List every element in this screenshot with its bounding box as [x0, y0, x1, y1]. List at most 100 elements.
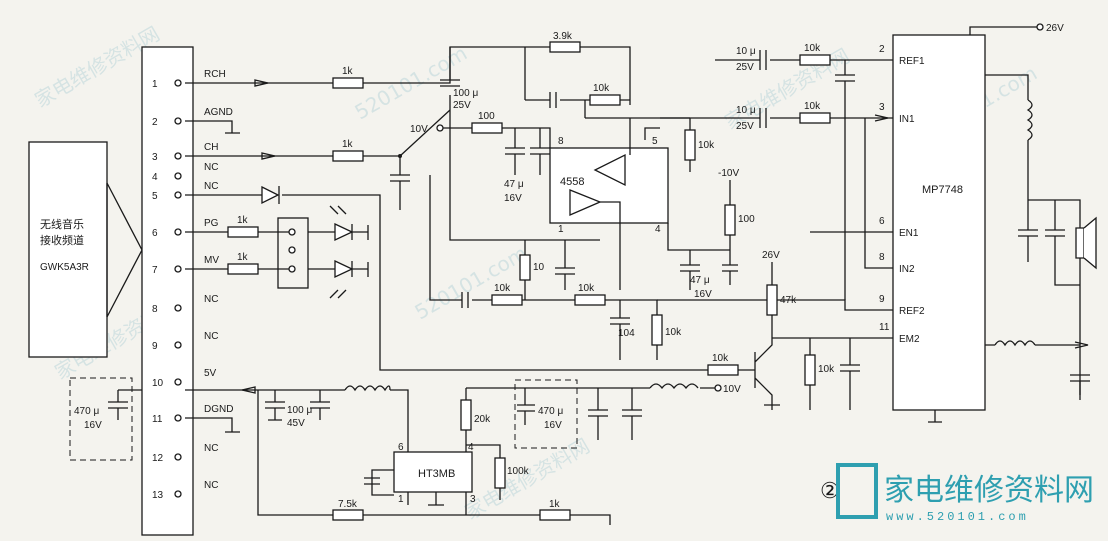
cap-label: 470 μ	[74, 406, 99, 417]
voltage-label: 26V	[1046, 23, 1064, 34]
pin-number: 9	[879, 294, 885, 305]
pin-number: 6	[879, 216, 885, 227]
module-title-1: 无线音乐	[40, 217, 84, 231]
cap-label: 16V	[544, 420, 562, 431]
pin-terminal	[174, 152, 182, 160]
pin-name: IN1	[899, 114, 915, 125]
footer-logo: ② 家电维修资料网 www.520101.com	[820, 463, 1094, 524]
resistor-label: 3.9k	[553, 31, 573, 42]
pin-name: PG	[204, 218, 219, 229]
pin-name: CH	[204, 142, 218, 153]
resistor-label: 10	[533, 262, 545, 273]
opamp-input-network: 10V 100 100 μ 25V 47 μ 16V	[410, 47, 600, 241]
resistor-label: 10k	[698, 140, 715, 151]
opamp-4558: 4558 8 5 1 4	[549, 118, 730, 290]
mute-transistor: 26V 47k 10k 10k	[700, 250, 893, 410]
resistor-label: 10k	[712, 353, 729, 364]
resistor-label: 100k	[507, 466, 530, 477]
pin-name: NC	[204, 480, 218, 491]
pin-number: 2	[879, 44, 885, 55]
module-title-2: 接收频道	[40, 233, 84, 247]
cap-label: 47 μ	[690, 275, 710, 286]
resistor-label: 100	[478, 111, 495, 122]
voltage-label: 26V	[762, 250, 780, 261]
10v-supply: 10V 470 μ 16V	[466, 379, 741, 449]
pin-terminal	[174, 453, 182, 461]
pin-number: 11	[152, 414, 163, 425]
cap-label: 16V	[504, 193, 522, 204]
watermark-text: 家电维修资料网	[461, 434, 594, 525]
connector-pin: 4NC	[152, 162, 218, 183]
resistor-label: 10k	[494, 283, 511, 294]
connector-pin: 7MV	[152, 255, 219, 276]
resistor-label: 1k	[549, 499, 561, 510]
pin-number: 2	[152, 117, 158, 128]
pin-terminal	[174, 191, 182, 199]
cap-label: 100 μ	[453, 88, 478, 99]
cap-label: 47 μ	[504, 179, 524, 190]
cap-label: 16V	[694, 289, 712, 300]
pin-terminal	[174, 490, 182, 498]
pin-number: 11	[879, 322, 890, 333]
pin-number: 4	[152, 172, 158, 183]
cap-label: 16V	[84, 420, 102, 431]
cap-label: 470 μ	[538, 406, 563, 417]
receiver-module: 无线音乐 接收频道 GWK5A3R	[28, 141, 143, 358]
pin-name: NC	[204, 331, 218, 342]
resistor-label: 10k	[804, 43, 821, 54]
cap-label: 25V	[736, 121, 754, 132]
resistor-label: 10k	[593, 83, 610, 94]
regulator-ht3mb: HT3MB 6 4 1 3 20k 100k	[364, 388, 530, 515]
resistor	[332, 77, 364, 89]
pin-name: IN2	[899, 264, 915, 275]
resistor-label: 1k	[342, 139, 354, 150]
resistor-label: 20k	[474, 414, 491, 425]
connector-pins: 1RCH2AGND3CH4NC5NC6PG7MV8NC9NC105V11DGND…	[152, 69, 233, 501]
pin-terminal	[174, 79, 182, 87]
cap-label: 10 μ	[736, 46, 756, 57]
5v-rail: 100 μ 45V	[185, 385, 409, 445]
pin-terminal	[174, 341, 182, 349]
pin-number: 5	[652, 136, 658, 147]
pin-number: 1	[152, 79, 158, 90]
resistor-label: 7.5k	[338, 499, 358, 510]
opamp-feedback: 3.9k 10k 10k	[524, 31, 715, 172]
pin-number: 8	[879, 252, 885, 263]
pin-name: NC	[204, 294, 218, 305]
voltage-label: 10V	[410, 124, 428, 135]
neg-supply: -10V 100 47 μ 16V	[680, 168, 755, 300]
led-indicators: 1k 1k	[185, 205, 369, 299]
pin-number: 9	[152, 341, 158, 352]
agnd-symbol	[185, 120, 240, 134]
cap-label: 104	[618, 328, 635, 339]
resistor-label: 10k	[804, 101, 821, 112]
connector-pin: 5NC	[152, 181, 218, 202]
watermark-text: 520101.com	[411, 241, 532, 324]
pin-number: 6	[152, 228, 158, 239]
cap-label: 25V	[453, 100, 471, 111]
pin-name: NC	[204, 443, 218, 454]
pin-terminal	[174, 265, 182, 273]
pin-number: 8	[152, 304, 158, 315]
figure-number: ②	[820, 478, 840, 503]
pin-number: 8	[558, 136, 564, 147]
pin-terminal	[174, 304, 182, 312]
connector-pin: 9 NC	[152, 331, 218, 352]
pin-number: 3	[152, 152, 158, 163]
pin-number: 5	[152, 191, 158, 202]
connector-pin: 3 CH	[152, 142, 218, 163]
logo-text: 家电维修资料网	[884, 473, 1094, 508]
pin-number: 10	[152, 378, 164, 389]
cap-470u-left: 470 μ 16V	[69, 377, 142, 461]
pin-terminal	[174, 228, 182, 236]
cap-label: 45V	[287, 418, 305, 429]
resistor-label: 47k	[780, 295, 797, 306]
